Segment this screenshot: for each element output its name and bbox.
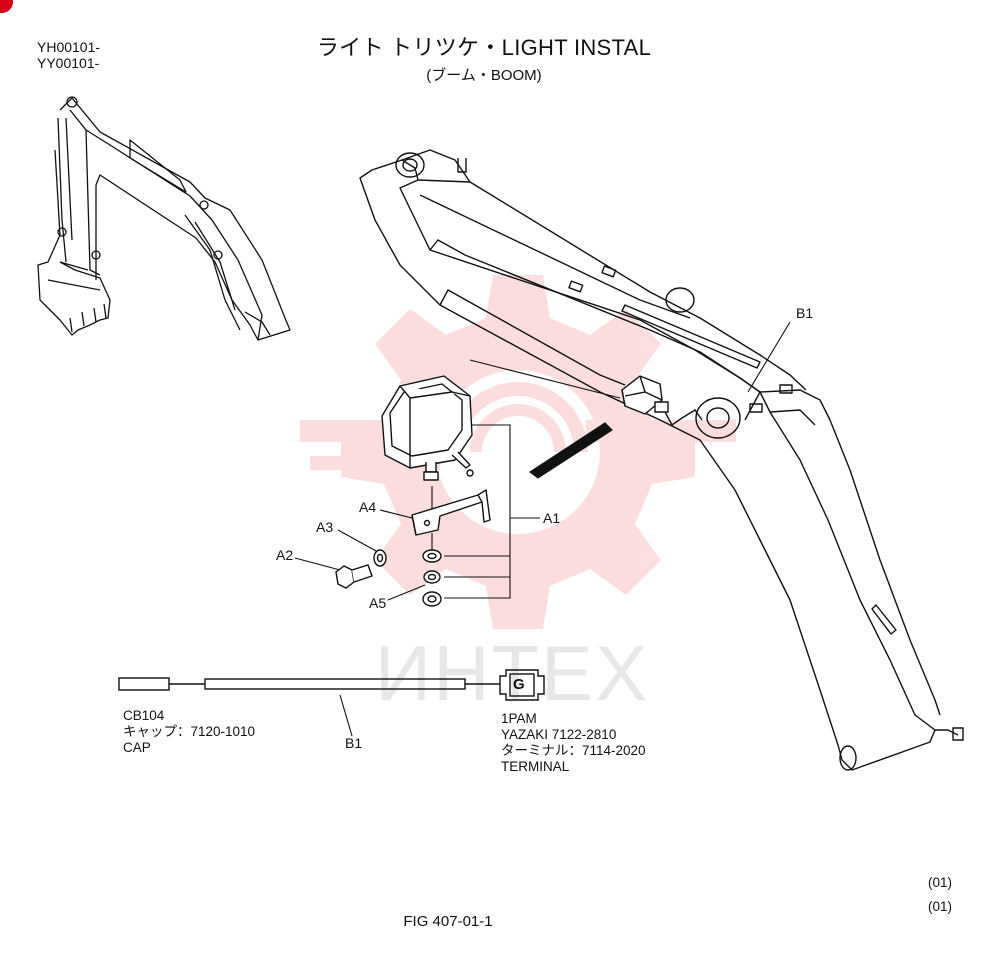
boom-lamp xyxy=(621,375,703,427)
excavator-overview xyxy=(37,96,291,341)
corner-marker xyxy=(0,0,13,13)
callout-b1-boom: B1 xyxy=(796,305,814,321)
fasteners xyxy=(335,549,442,607)
connector-type: 1PAM xyxy=(501,711,537,726)
connector-note: 1PAM YAZAKI 7122-2810 ターミナル：7114-2020 TE… xyxy=(501,711,646,775)
callout-a1: A1 xyxy=(543,510,561,526)
work-lamp xyxy=(381,375,474,481)
cap-note: CB104 キャップ：7120-1010 CAP xyxy=(123,708,255,756)
diagram-title: ライト トリツケ・LIGHT INSTAL xyxy=(316,35,652,60)
boom-assembly xyxy=(359,149,964,771)
cap-part: キャップ：7120-1010 xyxy=(123,723,256,739)
figure-number: FIG 407-01-1 xyxy=(403,913,493,930)
cap-name: CAP xyxy=(123,739,151,755)
callout-a4: A4 xyxy=(359,499,377,515)
serial-2: YY00101- xyxy=(37,54,100,71)
callout-b1-harness: B1 xyxy=(345,735,363,751)
connector-part: YAZAKI 7122-2810 xyxy=(501,726,617,742)
diagram-subtitle: (ブーム・BOOM) xyxy=(426,67,542,84)
connector-letter: G xyxy=(513,676,525,693)
leader-lines xyxy=(294,321,791,737)
serial-1: YH00101- xyxy=(37,39,101,55)
bracket-a4 xyxy=(411,489,491,536)
revision-1: (01) xyxy=(927,875,952,890)
callout-a2: A2 xyxy=(276,547,294,563)
serial-numbers: YH00101- YY00101- xyxy=(37,39,101,71)
callout-a5: A5 xyxy=(369,595,387,611)
watermark-text: ИНТЕХ xyxy=(375,629,650,717)
cap-code: CB104 xyxy=(123,708,165,723)
wire-harness xyxy=(118,669,545,701)
terminal-part: ターミナル：7114-2020 xyxy=(501,742,646,758)
terminal-name: TERMINAL xyxy=(501,758,570,774)
callout-a3: A3 xyxy=(316,519,334,535)
revision-2: (01) xyxy=(927,899,952,914)
